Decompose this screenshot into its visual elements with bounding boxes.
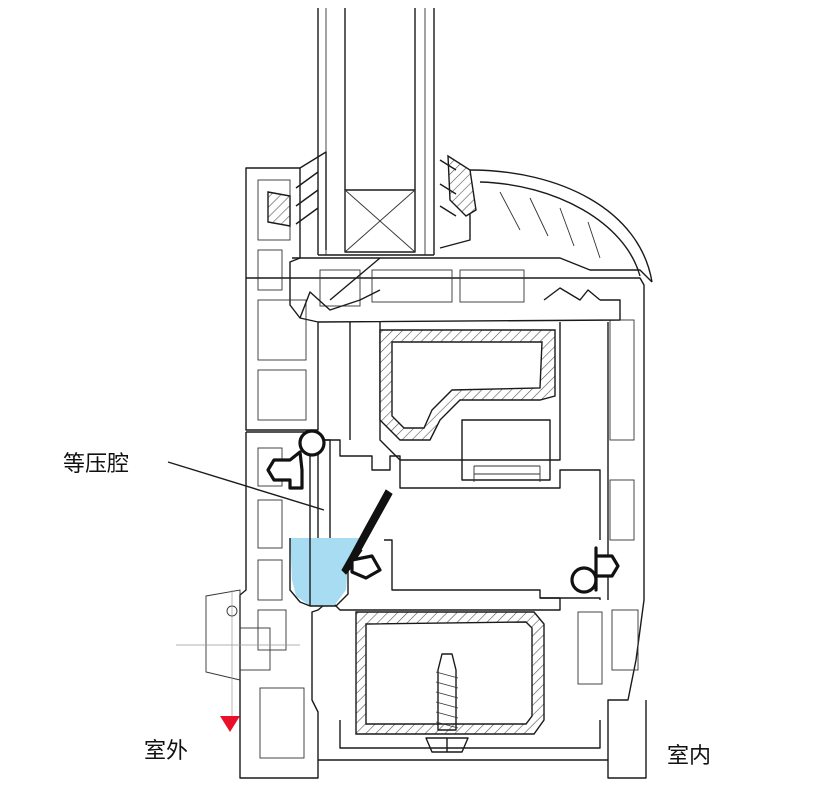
inner-seal-gasket	[570, 546, 620, 594]
outdoor-label: 室外	[144, 739, 189, 764]
outer-seal-gasket	[266, 429, 326, 490]
frame-reinforcement	[355, 611, 545, 735]
indoor-label: 室内	[667, 744, 712, 769]
chamber-outline	[289, 440, 363, 607]
middle-seal-gasket	[341, 489, 393, 580]
glazing-bead	[267, 151, 477, 250]
middle-structure	[310, 419, 601, 611]
water-in-chamber	[290, 538, 362, 606]
drainage-arrow-icon	[220, 716, 240, 732]
screw-icon	[425, 653, 469, 753]
pressure-chamber-label: 等压腔	[63, 452, 130, 477]
glass-unit	[317, 8, 435, 256]
sash-profile	[292, 169, 653, 600]
pressure-chamber-leader-line	[167, 461, 325, 511]
sash-reinforcement	[379, 329, 556, 441]
drainage-fitting	[176, 589, 300, 720]
